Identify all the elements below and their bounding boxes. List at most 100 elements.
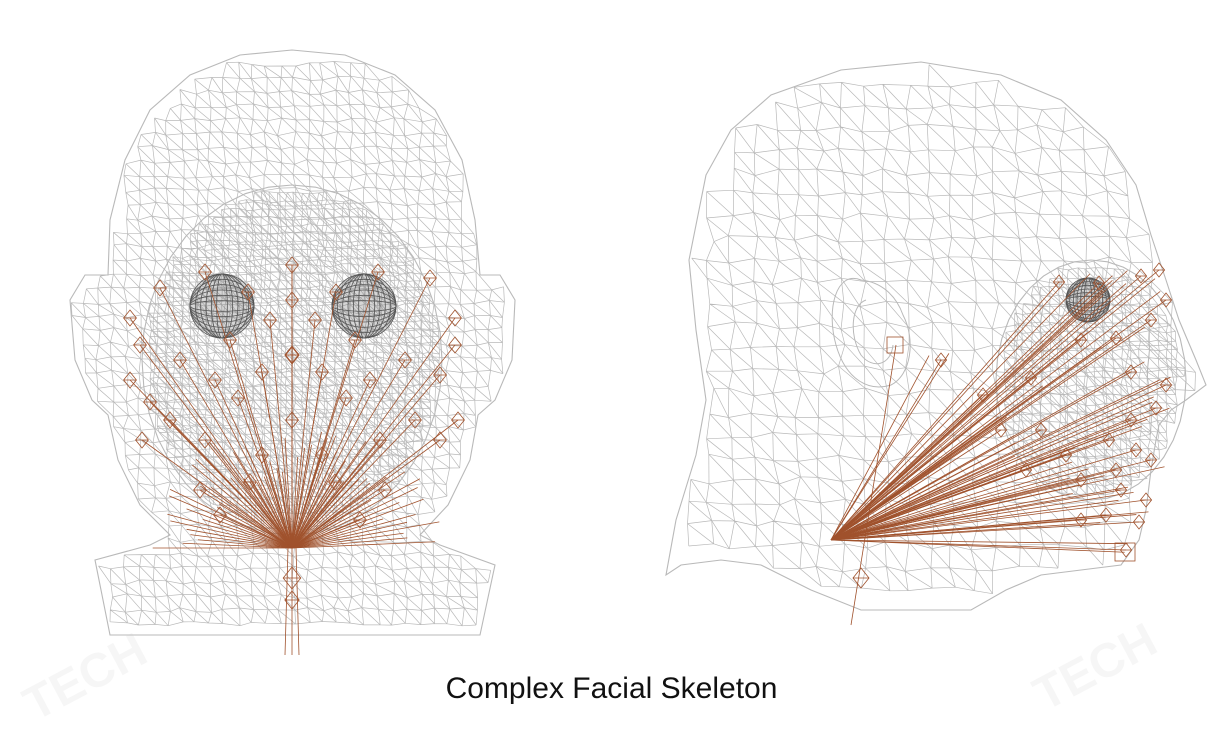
bone-line [291,521,440,549]
bone-line [291,460,346,549]
bone-joint [1109,330,1123,346]
bone-line [830,278,1156,541]
bone-line [186,508,293,549]
bone-line [830,275,1113,541]
bone-joint [284,590,300,610]
bone-joint [231,389,245,407]
bone-line [830,491,1134,541]
bone-line [218,503,293,549]
bone-line [291,451,337,549]
front-face-mesh-outline [141,184,443,536]
bone-line [830,477,1070,541]
bone-line [830,449,1137,541]
bone-joint [1034,422,1048,438]
bone-line [291,482,371,549]
bone-line [291,437,328,549]
bone-joint [315,363,329,381]
bone-joint [173,351,187,369]
bone-line [291,435,337,549]
bone-joint [1159,377,1173,393]
bone-line [291,371,323,549]
bone-line [139,344,293,549]
bone-line [141,439,293,549]
bone-line [830,355,930,541]
bone-line [190,534,293,549]
bone-line [830,407,1170,541]
bone-line [830,468,1089,541]
bone-line [291,441,367,549]
bone-joint [143,393,157,411]
bone-line [291,471,406,549]
front-bone-rig [123,256,465,656]
bone-line [830,326,1145,541]
bone-joint [451,411,465,429]
bone-joint [153,279,167,297]
bone-line [197,539,293,549]
bone-line [830,426,1142,541]
bone-joint [1109,462,1123,478]
bone-line [170,520,293,549]
bone-joint [1129,442,1143,458]
bone-line [830,361,1145,541]
bone-line [830,499,1119,541]
bone-line [291,339,356,549]
bone-line [186,528,293,549]
bone-line [243,478,293,549]
bone-line [281,471,293,549]
bone-line [830,281,1060,541]
bone-line [217,507,293,549]
bone-joint [208,371,222,389]
side-bone-rig [830,262,1173,626]
bone-line [830,376,1171,541]
bone-joint [373,431,387,449]
bone-line [830,442,1016,541]
bone-line [291,478,421,549]
bone-line [244,446,293,549]
bone-line [830,295,1104,541]
bone-line [291,439,381,549]
bone-joint [133,336,147,354]
bone-line [291,502,400,549]
bone-line [169,488,293,549]
bone-line [291,518,384,549]
bone-line [179,359,293,549]
bone-line [291,456,299,549]
bone-joint [123,309,137,327]
bone-joint [1159,292,1173,308]
bone-line [830,539,1128,545]
bone-line [830,396,1154,541]
bone-joint [1119,542,1133,558]
bone-line [291,469,335,549]
bone-line [200,485,293,549]
bone-line [830,475,1105,541]
bone-line [291,317,456,549]
bone-joint [198,431,212,449]
bone-line [830,493,1073,541]
bone-line [830,385,1044,541]
bone-line [291,537,408,549]
bone-joint [255,363,269,381]
bone-joint [1144,452,1158,468]
bone-joint [1132,514,1146,530]
bone-line [830,275,1142,541]
bone-line [830,283,1127,541]
front-head-mesh-outline [69,49,516,636]
bone-line [261,371,293,549]
bone-joint [241,283,255,301]
ear-joint [886,336,904,354]
bone-line [256,482,293,549]
bone-joint [263,311,277,329]
bone-line [237,397,293,549]
bone-line [291,521,408,549]
bone-joint [1124,412,1138,428]
bone-joint [282,566,302,590]
side-head-mesh [665,61,1207,611]
bone-joint [448,336,462,354]
bone-line [202,519,293,549]
bone-joint [123,371,137,389]
bone-joint [223,331,237,349]
bone-line [291,487,418,549]
bone-line [291,319,316,549]
side-head-mesh-outline [665,61,1207,611]
bone-line [192,464,293,549]
